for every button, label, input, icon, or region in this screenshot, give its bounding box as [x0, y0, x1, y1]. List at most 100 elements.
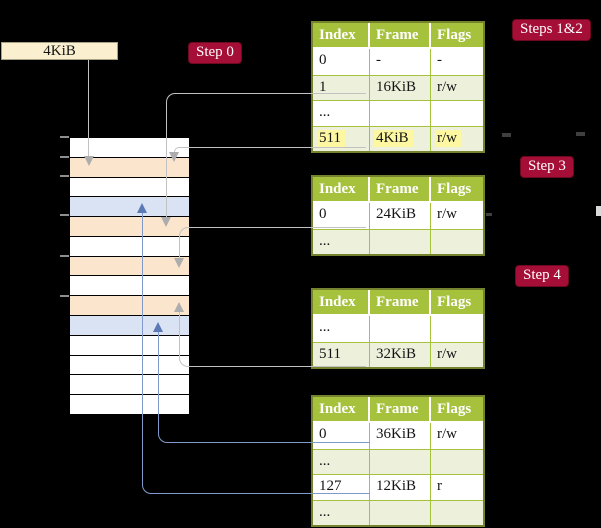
- frame-boundary-tick: [60, 214, 69, 216]
- table-header-cell: Frame: [370, 177, 431, 201]
- table-cell: [370, 101, 431, 126]
- table-cell: 4KiB: [370, 126, 431, 151]
- table-cell: [431, 450, 483, 475]
- cell-text: 0: [319, 52, 327, 68]
- table-header-cell: Flags: [437, 26, 472, 43]
- memory-frame-row-5: [70, 236, 189, 257]
- table-cell: 36KiB: [370, 423, 431, 449]
- clipped-arrow-mark: [576, 132, 585, 136]
- arrow-entry0-to-frame-36kib: [158, 331, 370, 443]
- table-row: ...: [313, 316, 483, 342]
- cell-text: ...: [319, 452, 331, 469]
- table-cell: [370, 316, 431, 342]
- arrow-entry0-to-frame-36kib-arrowhead: [153, 322, 164, 332]
- arrow-entry1-to-frame-16kib: [166, 93, 366, 217]
- memory-frame-row-2: [70, 177, 189, 198]
- clipped-arrow-mark: [596, 206, 601, 216]
- table-cell: r/w: [431, 76, 483, 101]
- table-cell: 12KiB: [370, 475, 431, 500]
- table-cell: 0: [313, 49, 370, 75]
- step-label-step-0: Step 0: [188, 42, 242, 64]
- table-header-cell: Flags: [437, 180, 472, 197]
- table-cell: [431, 101, 483, 126]
- step-label-steps-1-2: Steps 1&2: [512, 19, 591, 41]
- memory-frame-row-10: [70, 335, 189, 356]
- arrow-entry127-to-frame-12kib-arrowhead: [137, 203, 148, 213]
- clipped-arrow-mark: [502, 133, 511, 137]
- table-row: ...: [313, 448, 483, 475]
- table-cell: -: [370, 49, 431, 75]
- root-pointer-box: 4KiB: [1, 42, 118, 60]
- table-cell: r/w: [431, 203, 483, 229]
- frame-boundary-tick: [60, 295, 69, 297]
- table-cell: ...: [313, 500, 370, 525]
- table-cell: [370, 449, 431, 474]
- memory-frame-row-7: [70, 276, 189, 297]
- step-label-step-3: Step 3: [520, 156, 574, 178]
- table-row: ...: [313, 499, 483, 526]
- cell-text: r/w: [437, 206, 457, 222]
- memory-frame-row-3: [70, 197, 189, 218]
- arrow-entry511-to-frame-4kib: [174, 147, 366, 152]
- cell-text: 24KiB: [376, 206, 417, 222]
- table-cell: 16KiB: [370, 75, 431, 100]
- arrow-entry511-to-frame-32kib-arrowhead: [174, 302, 185, 312]
- table-header-cell: Index: [313, 397, 370, 421]
- table-row: 0 --: [313, 49, 483, 75]
- table-row: ...: [313, 228, 483, 254]
- table-cell: [431, 316, 483, 342]
- cell-text: 0: [319, 206, 327, 222]
- table-cell: 24KiB: [370, 203, 431, 229]
- cell-text: r/w: [437, 426, 457, 442]
- table-cell: 1: [313, 75, 370, 100]
- table-header-cell: Frame: [370, 23, 431, 47]
- table-cell: [431, 501, 483, 526]
- frame-boundary-tick: [60, 175, 69, 177]
- cell-text: 12KiB: [376, 478, 417, 494]
- table-cell: r/w: [431, 127, 483, 152]
- table-header-cell: Frame: [370, 290, 431, 314]
- cell-text: 127: [319, 478, 342, 494]
- table-cell: ...: [313, 101, 370, 126]
- frame-boundary-tick: [60, 156, 69, 158]
- table-header-cell: Index: [313, 23, 370, 47]
- arrow-entry511-to-frame-32kib: [179, 311, 366, 367]
- table-cell: 32KiB: [370, 342, 431, 367]
- memory-frame-row-11: [70, 355, 189, 376]
- table-cell: [370, 500, 431, 525]
- cell-text: 36KiB: [376, 426, 417, 442]
- memory-frame-row-6: [70, 256, 189, 277]
- cell-text: 511: [319, 345, 341, 362]
- memory-frame-row-1: [70, 157, 189, 178]
- memory-frame-row-4: [70, 217, 189, 237]
- arrow-root-pointer-to-frame-4kib: [88, 60, 89, 156]
- clipped-arrow-mark: [486, 213, 492, 216]
- cell-text: 0: [319, 426, 327, 442]
- cell-text: r/w: [437, 345, 457, 362]
- table-header-cell: Index: [313, 177, 370, 201]
- table-cell: [370, 229, 431, 254]
- table-cell: r: [431, 475, 483, 500]
- table-cell: 511: [313, 342, 370, 367]
- cell-text: r/w: [437, 78, 457, 95]
- table-cell: 511: [313, 126, 370, 151]
- arrow-entry511-to-frame-4kib-arrowhead: [169, 152, 180, 162]
- cell-text: ...: [319, 503, 331, 520]
- table-row: 0 36KiB r/w: [313, 423, 483, 449]
- cell-text: ...: [319, 232, 331, 249]
- arrow-entry0-to-frame-24kib-arrowhead: [174, 258, 185, 268]
- memory-frame-row-12: [70, 375, 189, 396]
- table-cell: -: [431, 49, 483, 75]
- table-cell: r/w: [431, 423, 483, 449]
- cell-text: 32KiB: [376, 345, 417, 362]
- cell-text: r: [437, 478, 442, 494]
- table-row: 127 12KiB r: [313, 474, 483, 500]
- table-row: ...: [313, 100, 483, 126]
